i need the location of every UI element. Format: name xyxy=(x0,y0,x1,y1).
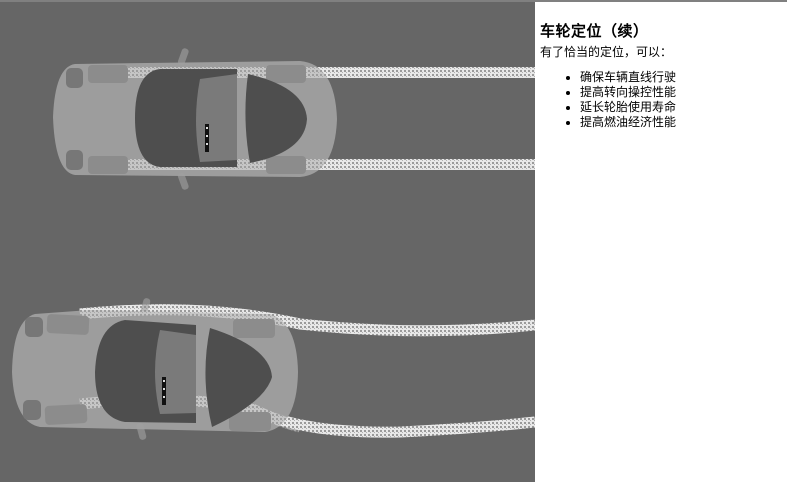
intro-text: 有了恰当的定位，可以： xyxy=(540,45,673,59)
headlight-icon xyxy=(66,68,83,88)
headlight-icon xyxy=(25,317,43,337)
headlight-icon xyxy=(66,150,83,170)
marker xyxy=(205,124,209,152)
alignment-illustration xyxy=(0,2,535,482)
aligned-car-group xyxy=(53,48,535,190)
wheel-icon xyxy=(46,314,90,335)
car-alignment-diagram xyxy=(12,48,535,440)
benefits-list: 确保车辆直线行驶 提高转向操控性能 延长轮胎使用寿命 提高燃油经济性能 xyxy=(563,70,676,130)
rear-window xyxy=(245,74,307,163)
wheel-icon xyxy=(229,412,271,431)
list-item: 提高燃油经济性能 xyxy=(580,115,676,130)
wheel-icon xyxy=(266,156,306,174)
misaligned-car-group xyxy=(12,298,535,440)
mirror-icon xyxy=(177,173,189,190)
roof xyxy=(155,330,196,414)
wheel-icon xyxy=(266,65,306,83)
headlight-icon xyxy=(23,400,41,420)
rear-window xyxy=(205,328,272,427)
list-item: 提高转向操控性能 xyxy=(580,85,676,100)
text-panel: 车轮定位（续） 有了恰当的定位，可以： 确保车辆直线行驶 提高转向操控性能 延长… xyxy=(535,2,787,489)
wheel-icon xyxy=(88,156,128,174)
top-border xyxy=(0,0,787,2)
mirror-icon xyxy=(177,48,189,65)
wheel-icon xyxy=(233,319,275,338)
roof xyxy=(196,74,237,162)
slide-title: 车轮定位（续） xyxy=(540,22,649,40)
list-item: 确保车辆直线行驶 xyxy=(580,70,676,85)
marker xyxy=(162,377,166,405)
wheel-icon xyxy=(88,65,128,83)
list-item: 延长轮胎使用寿命 xyxy=(580,100,676,115)
wheel-icon xyxy=(44,404,88,425)
